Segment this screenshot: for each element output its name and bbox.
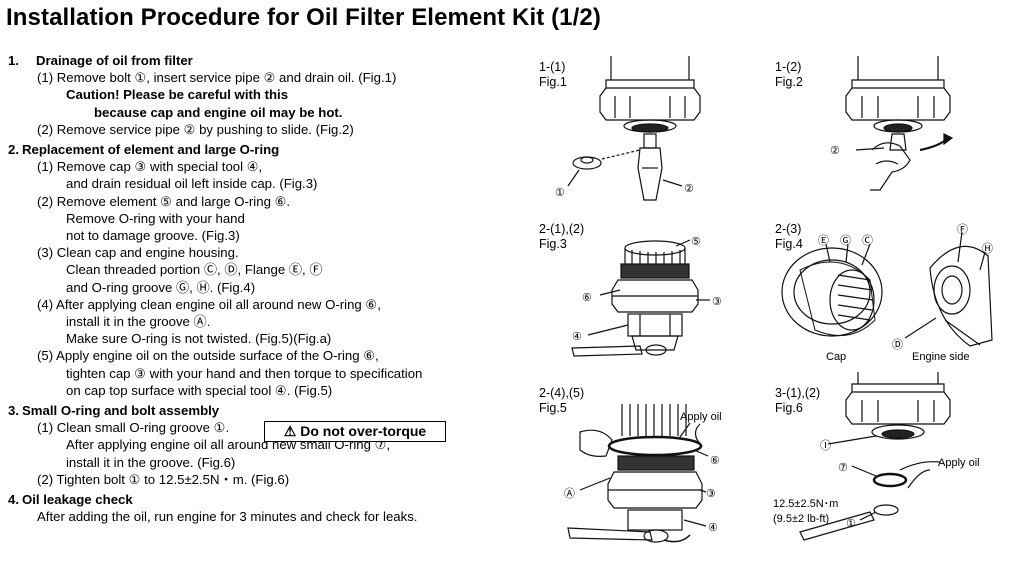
instruction-line: (2) Remove element ⑤ and large O-ring ⑥. [37,193,291,209]
section-title: Small O-ring and bolt assembly [22,403,220,419]
section-title: Drainage of oil from filter [36,53,193,68]
fig2-callout-2: ② [830,145,840,157]
fig6-apply-oil-label: Apply oil [938,457,980,469]
section-number: 2. [8,142,19,158]
instruction-line: After adding the oil, run engine for 3 m… [37,509,418,525]
fig4-step: 2-(3) [775,222,802,236]
fig1-callout-1: ① [555,187,565,199]
fig6-callout-7: ⑦ [838,462,848,474]
instruction-line: install it in the groove Ⓐ. [66,314,211,330]
instruction-line: on cap top surface with special tool ④. … [66,382,333,398]
instruction-line: tighten cap ③ with your hand and then to… [66,365,423,381]
section-2: 2.Replacement of element and large O-rin… [8,141,508,399]
fig3-callout-6: ⑥ [582,292,592,304]
fig2-drawing [845,56,954,191]
fig6-callout-i: Ⓘ [820,439,831,452]
section-3: 3.Small O-ring and bolt assembly(1) Clea… [8,402,508,488]
instruction-line: (2) Remove service pipe ② by pushing to … [37,121,354,137]
instruction-line: Remove O-ring with your hand [66,210,245,226]
section-number: 1. [8,53,19,68]
fig4-cap-label: Cap [826,351,846,363]
fig6-label: 3-(1),(2) Fig.6 [775,386,820,416]
fig5-callout-6: ⑥ [710,455,720,467]
fig1-drawing [567,56,701,201]
fig5-callout-3: ③ [706,488,716,500]
fig5-name: Fig.5 [539,401,567,415]
fig4-callout-d: Ⓓ [892,338,903,351]
fig4-engine-side-label: Engine side [912,351,970,363]
over-torque-warning: ⚠ Do not over-torque [264,421,446,442]
instruction-line: (5) Apply engine oil on the outside surf… [37,348,379,364]
fig4-drawing [781,231,993,347]
fig4-callout-g: Ⓖ [840,234,851,247]
caution-text: because cap and engine oil may be hot. [94,104,343,120]
section-number: 4. [8,492,19,508]
fig6-drawing [799,372,951,541]
section-1: 1. Drainage of oil from filter (1) Remove … [8,52,508,138]
fig4-callout-h: Ⓗ [982,242,993,255]
fig3-step: 2-(1),(2) [539,222,585,236]
fig2-step: 1-(2) [775,60,802,74]
page-title: Installation Procedure for Oil Filter El… [6,4,601,31]
instruction-line: (1) Remove cap ③ with special tool ④, [37,159,263,175]
instruction-line: Clean threaded portion Ⓒ, Ⓓ, Flange Ⓔ, Ⓕ [66,262,323,278]
section-number: 3. [8,403,19,419]
fig6-callout-1: ① [846,518,856,530]
section-title: Oil leakage check [22,492,133,508]
fig6-torque-lbft: (9.5±2 lb-ft) [773,513,829,525]
fig3-name: Fig.3 [539,237,567,251]
caution-text: Caution! Please be careful with this [66,87,289,103]
fig2-name: Fig.2 [775,75,803,89]
instruction-line: Make sure O-ring is not twisted. (Fig.5)… [66,331,332,347]
instruction-line: (4) After applying clean engine oil all … [37,296,381,312]
fig3-callout-4: ④ [572,331,582,343]
instruction-line: (1) Remove bolt ①, insert service pipe ②… [37,70,397,86]
fig2-label: 1-(2) Fig.2 [775,60,803,90]
section-heading: 3.Small O-ring and bolt assembly [8,402,508,419]
fig1-label: 1-(1) Fig.1 [539,60,567,90]
instruction-line: and O-ring groove Ⓖ, Ⓗ. (Fig.4) [66,279,256,295]
fig5-apply-oil-label: Apply oil [680,411,722,423]
fig3-label: 2-(1),(2) Fig.3 [539,222,584,252]
fig4-callout-e: Ⓔ [818,234,829,247]
fig4-name: Fig.4 [775,237,803,251]
fig4-label: 2-(3) Fig.4 [775,222,803,252]
section-heading: 2.Replacement of element and large O-rin… [8,141,508,158]
fig3-callout-5: ⑤ [691,236,701,248]
fig4-callout-c: Ⓒ [862,234,873,247]
fig1-step: 1-(1) [539,60,566,74]
fig5-step: 2-(4),(5) [539,386,585,400]
instruction-line: (3) Clean cap and engine housing. [37,245,239,261]
fig6-name: Fig.6 [775,401,803,415]
fig4-callout-f: Ⓕ [957,223,968,236]
section-heading: 1. Drainage of oil from filter [8,52,508,69]
fig3-callout-3: ③ [712,296,722,308]
fig5-drawing [567,404,709,543]
fig5-callout-a: Ⓐ [564,487,575,500]
fig1-callout-2: ② [684,183,694,195]
instruction-line: (1) Clean small O-ring groove ①. [37,420,230,436]
instruction-line: (2) Tighten bolt ① to 12.5±2.5N・m. (Fig.… [37,471,290,487]
instructions: 1. Drainage of oil from filter (1) Remove … [8,52,508,525]
fig5-callout-4: ④ [708,522,718,534]
fig6-torque-nm: 12.5±2.5N･m [773,498,838,510]
instruction-line: not to damage groove. (Fig.3) [66,228,240,244]
instruction-line: and drain residual oil left inside cap. … [66,176,318,192]
fig3-drawing [571,239,710,357]
fig5-label: 2-(4),(5) Fig.5 [539,386,584,416]
section-heading: 4.Oil leakage check [8,491,508,508]
fig6-step: 3-(1),(2) [775,386,821,400]
fig1-name: Fig.1 [539,75,567,89]
section-title: Replacement of element and large O-ring [22,142,280,158]
instruction-line: install it in the groove. (Fig.6) [66,454,236,470]
